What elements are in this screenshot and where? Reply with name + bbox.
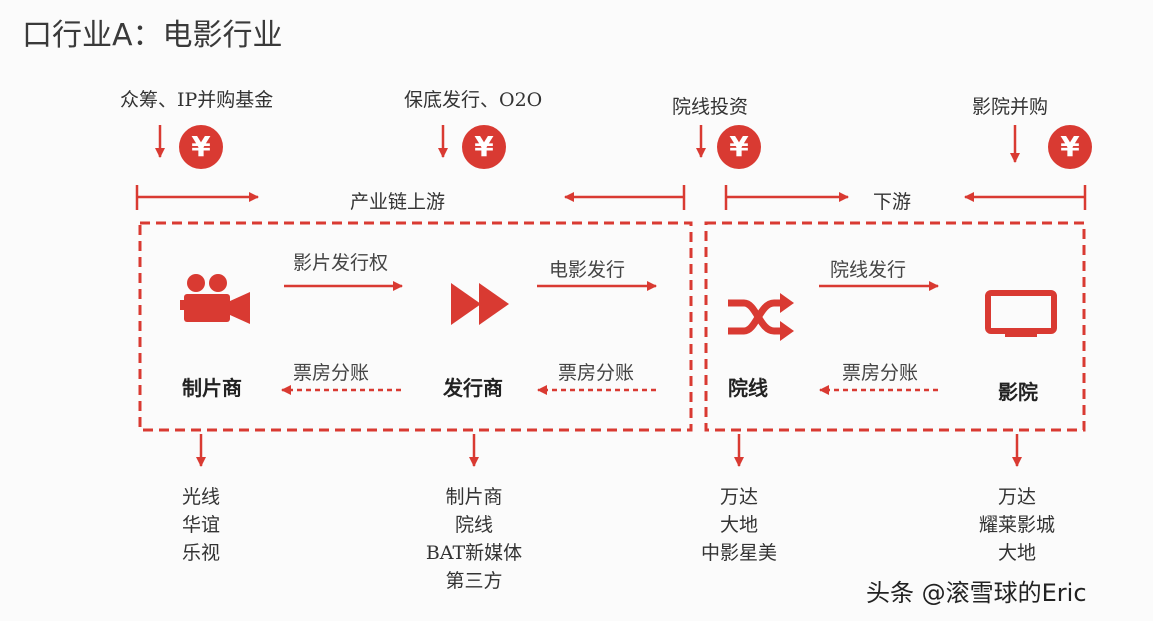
video-camera-icon [180,274,250,324]
flow-label-film-distribution: 电影发行 [549,259,626,281]
upstream-label: 产业链上游 [350,191,446,213]
list-item: 华谊 [181,514,220,536]
flow-label-box-office: 票房分账 [558,362,635,384]
yen-coin-icon: ¥ [462,125,506,169]
list-item: 制片商 [445,486,503,508]
top-label-cinema-investment: 院线投资 [672,96,749,118]
list-item: 万达 [997,486,1036,508]
list-item: 大地 [719,514,758,536]
list-item: 中影星美 [700,542,777,564]
list-theaters: 万达 耀莱影城 大地 [967,483,1067,567]
yen-coin-icon: ¥ [179,125,223,169]
node-distributor: 发行商 [443,376,503,400]
list-item: 大地 [997,542,1036,564]
list-item: 光线 [181,486,220,508]
list-item: 第三方 [445,570,503,592]
list-item: BAT新媒体 [425,542,523,564]
list-distributors: 制片商 院线 BAT新媒体 第三方 [414,483,534,595]
monitor-icon [985,290,1057,337]
flow-label-rights: 影片发行权 [293,252,389,274]
list-cinema-chains: 万达 大地 中影星美 [689,483,789,567]
flow-label-box-office: 票房分账 [293,362,370,384]
top-label-theater-ma: 影院并购 [972,96,1049,118]
flow-label-box-office: 票房分账 [842,362,919,384]
top-label-guarantee: 保底发行、O2O [404,89,543,111]
list-item: 乐视 [181,542,220,564]
watermark: 头条 @滚雪球的Eric [866,579,1087,607]
node-producer: 制片商 [182,376,242,400]
list-item: 耀莱影城 [978,514,1055,536]
shuffle-icon [728,293,794,341]
node-cinema-chain: 院线 [728,376,768,400]
downstream-label: 下游 [873,191,912,213]
list-item: 院线 [454,514,493,536]
fast-forward-icon [451,283,509,325]
list-item: 万达 [719,486,758,508]
page-title: 口行业A：电影行业 [22,18,283,53]
node-theater: 影院 [998,380,1038,404]
yen-coin-icon: ¥ [1048,125,1092,169]
list-producers: 光线 华谊 乐视 [171,483,231,567]
yen-coin-icon: ¥ [717,125,761,169]
flow-label-cinema-distribution: 院线发行 [830,259,907,281]
top-label-crowdfunding: 众筹、IP并购基金 [120,89,274,111]
